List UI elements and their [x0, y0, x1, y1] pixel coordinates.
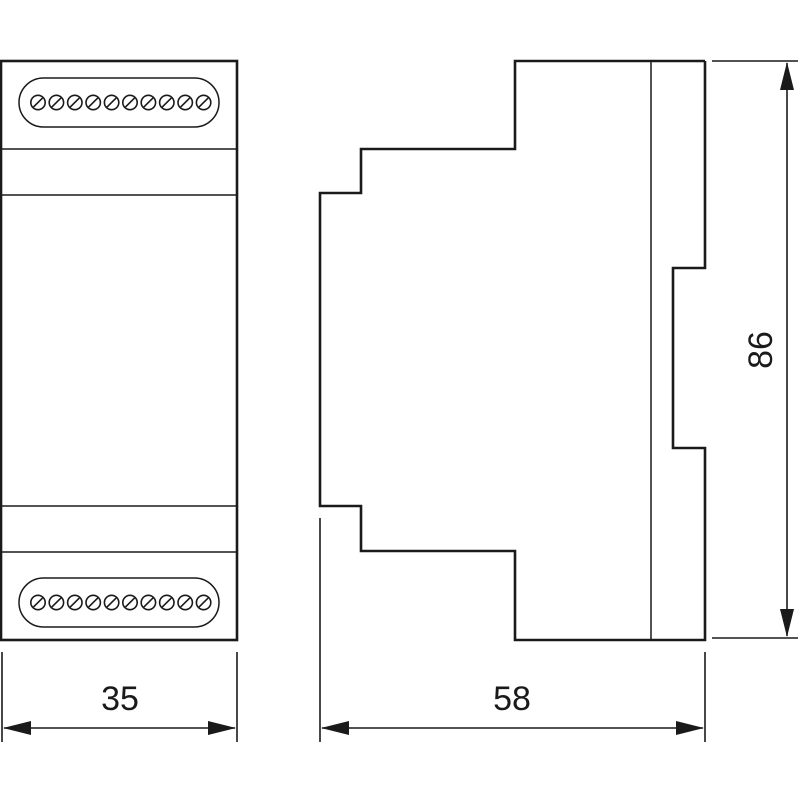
bottom-screw-slot: [88, 597, 99, 608]
top-screw-row: [29, 94, 212, 111]
top-screw-slot: [161, 97, 172, 108]
bottom-screw-row: [29, 594, 212, 611]
dimension-depth: 58: [319, 518, 706, 742]
top-screw-slot: [106, 97, 117, 108]
front-view-outline: [0, 59, 239, 642]
width-arrow-right: [208, 721, 236, 735]
bottom-screw-slot: [161, 597, 172, 608]
bottom-screw-slot: [143, 597, 154, 608]
dimension-width: 35: [1, 652, 238, 742]
depth-arrow-right: [676, 721, 704, 735]
top-screw-slot: [51, 97, 62, 108]
bottom-screw-slot: [180, 597, 191, 608]
top-screw-slot: [69, 97, 80, 108]
side-view: [318, 59, 707, 642]
bottom-screw-slot: [51, 597, 62, 608]
height-arrow-bottom: [780, 609, 794, 637]
bottom-screw-slot: [124, 597, 136, 608]
bottom-terminal-block: [18, 577, 220, 628]
top-screw-slot: [32, 97, 44, 108]
height-label: 86: [742, 331, 780, 369]
top-terminal-frame: [18, 77, 220, 128]
depth-label: 58: [493, 680, 531, 718]
dimension-height: 86: [712, 60, 798, 639]
bottom-terminal-frame: [18, 577, 220, 628]
height-arrow-top: [780, 62, 794, 90]
top-screw-slot: [124, 97, 136, 108]
front-view: [0, 59, 239, 642]
top-screw-slot: [143, 97, 154, 108]
bottom-screw-slot: [69, 597, 80, 608]
width-arrow-left: [3, 721, 31, 735]
top-screw-slot: [198, 97, 209, 108]
top-screw-slot: [88, 97, 99, 108]
top-terminal-block: [18, 77, 220, 128]
bottom-screw-slot: [106, 597, 117, 608]
bottom-screw-slot: [198, 597, 209, 608]
width-label: 35: [101, 680, 139, 718]
depth-arrow-left: [321, 721, 349, 735]
side-view-outline: [318, 59, 707, 642]
top-screw-slot: [180, 97, 191, 108]
bottom-screw-slot: [32, 597, 44, 608]
